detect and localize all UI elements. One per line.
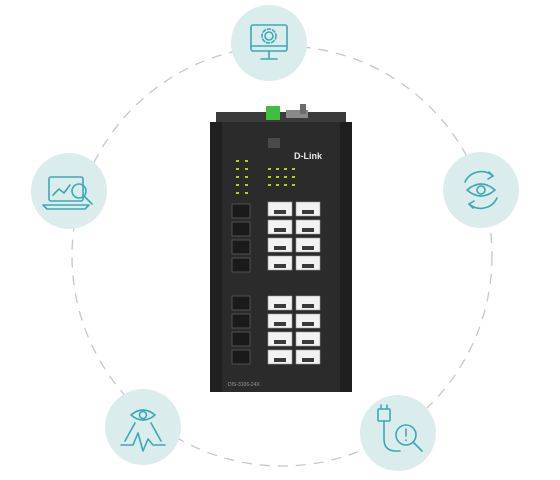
brand-logo: D-Link <box>294 151 322 161</box>
monitoring-bubble <box>31 153 107 229</box>
cable-alert-search-icon <box>377 404 423 452</box>
eye-refresh-cycle-icon <box>464 170 498 210</box>
led-array <box>236 160 295 194</box>
insight-bubble <box>105 389 181 465</box>
laptop-chart-search-icon <box>42 176 93 210</box>
diagnostics-bubble <box>360 395 436 471</box>
management-bubble <box>231 5 307 81</box>
monitor-gear-icon <box>250 24 288 60</box>
power-terminal <box>266 106 280 120</box>
model-label: DIS-3106-24X <box>228 382 260 388</box>
visibility-bubble <box>443 152 519 228</box>
sfp-ports <box>231 203 251 365</box>
eye-pulse-icon <box>120 409 166 452</box>
